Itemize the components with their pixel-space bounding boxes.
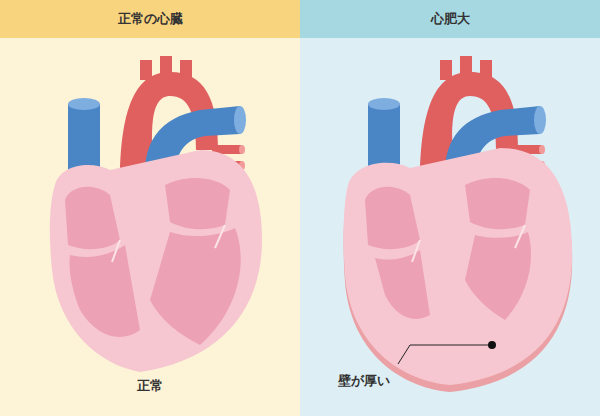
left-ventricle [465,232,531,320]
figure-label: 壁が厚い [338,372,390,390]
right-ventricle [69,245,140,337]
left-ventricle [150,228,241,345]
heart-wall [50,150,262,372]
heart-valve [412,225,525,262]
right-ventricle [375,250,430,319]
left-atrium [465,178,530,229]
heart-valve [112,225,225,262]
leader-line [398,345,492,364]
left-atrium [165,178,230,229]
right-atrium [365,187,420,249]
header-band: 心肥大 [300,0,600,38]
figure-label: 正常 [137,377,163,395]
leader-dot [488,341,496,349]
panel-heading: 正常の心臓 [118,10,183,28]
header-band: 正常の心臓 [0,0,300,38]
heart-wall [344,148,573,385]
hypertrophy-heart [344,56,573,392]
normal-heart [50,56,262,372]
right-panel [300,0,600,416]
panel-heading: 心肥大 [431,10,470,28]
right-atrium [65,187,120,249]
left-panel [0,0,300,416]
